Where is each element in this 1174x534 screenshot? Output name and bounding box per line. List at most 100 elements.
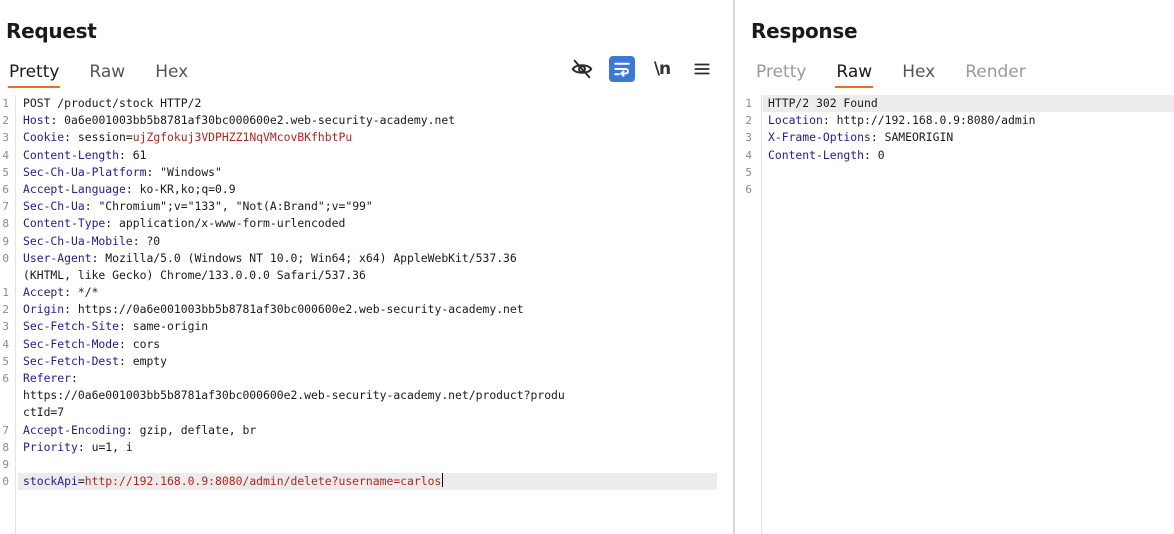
code-line[interactable]: 2 Location: http://192.168.0.9:8080/admin <box>735 112 1174 129</box>
line-number: 7 <box>2 423 9 437</box>
line-text: Priority: u=1, i <box>23 439 133 456</box>
tab-raw[interactable]: Raw <box>835 61 874 88</box>
header-separator: : <box>125 422 140 437</box>
current-line-highlight <box>763 95 1174 113</box>
line-text: X-Frame-Options: SAMEORIGIN <box>768 129 953 146</box>
header-value: u=1, i <box>91 439 133 454</box>
line-number: 2 <box>745 114 752 128</box>
line-number: 2 <box>2 114 9 128</box>
line-number: 0 <box>2 475 9 489</box>
header-separator: : <box>64 302 78 317</box>
line-number: 8 <box>2 440 9 454</box>
hamburger-menu-icon[interactable] <box>689 56 715 82</box>
newline-toggle-icon[interactable]: \n <box>649 56 675 82</box>
code-line[interactable]: https://0a6e001003bb5b8781af30bc000600e2… <box>0 387 733 404</box>
line-text: Sec-Fetch-Mode: cors <box>23 336 160 353</box>
tab-raw[interactable]: Raw <box>89 62 126 82</box>
header-value: same-origin <box>132 319 209 334</box>
code-line[interactable]: 5 <box>735 164 1174 181</box>
line-text: Sec-Fetch-Dest: empty <box>23 353 167 370</box>
header-value: session= <box>77 130 133 145</box>
header-separator: : <box>50 113 65 128</box>
tab-hex[interactable]: Hex <box>902 62 936 82</box>
eye-off-icon[interactable] <box>569 56 595 82</box>
wrap-lines-icon[interactable] <box>609 56 635 82</box>
text-caret <box>442 473 444 488</box>
header-value: https://0a6e001003bb5b8781af30bc000600e2… <box>23 388 565 403</box>
header-name: User-Agent <box>23 250 92 265</box>
request-pane: Request Pretty Raw Hex \n <box>0 19 733 534</box>
header-name: Origin <box>23 302 65 317</box>
header-name: Accept-Encoding <box>23 422 126 437</box>
header-value: */* <box>77 285 99 300</box>
line-text: (KHTML, like Gecko) Chrome/133.0.0.0 Saf… <box>23 267 366 284</box>
line-number: 5 <box>745 165 752 179</box>
code-line[interactable]: (KHTML, like Gecko) Chrome/133.0.0.0 Saf… <box>0 267 733 284</box>
line-number: 5 <box>2 165 9 179</box>
tab-pretty[interactable]: Pretty <box>8 61 61 88</box>
header-value: cors <box>132 336 161 351</box>
highlighted-value: http://192.168.0.9:8080/admin/delete?use… <box>84 474 442 489</box>
header-value: HTTP/2 302 Found <box>768 96 878 110</box>
header-name: Sec-Fetch-Dest <box>23 353 120 368</box>
line-number: 6 <box>2 372 9 385</box>
header-name: Content-Length <box>768 147 865 162</box>
line-text: Sec-Fetch-Site: same-origin <box>23 318 208 335</box>
pane-divider[interactable] <box>733 0 735 534</box>
header-value: 0 <box>877 147 885 162</box>
header-name: Sec-Ch-Ua-Platform <box>23 164 147 179</box>
line-text: Location: http://192.168.0.9:8080/admin <box>768 112 1035 129</box>
line-number: 7 <box>2 200 9 214</box>
line-number: 6 <box>2 182 9 196</box>
header-name: Content-Length <box>23 147 120 162</box>
line-number: 9 <box>2 457 9 471</box>
line-text: HTTP/2 302 Found <box>768 95 878 112</box>
line-text: Content-Type: application/x-www-form-url… <box>23 215 345 232</box>
header-name: Referer <box>23 371 72 385</box>
line-text: Referer: <box>23 370 78 387</box>
line-text: Content-Length: 61 <box>23 147 146 164</box>
header-name: Accept <box>23 285 65 300</box>
tab-hex[interactable]: Hex <box>155 62 189 82</box>
line-text: User-Agent: Mozilla/5.0 (Windows NT 10.0… <box>23 250 517 267</box>
response-title: Response <box>751 19 858 43</box>
code-line[interactable]: 9 <box>0 456 733 473</box>
header-name: Sec-Ch-Ua <box>23 199 85 214</box>
line-number: 4 <box>745 148 752 162</box>
code-line[interactable]: ctId=7 <box>0 404 733 421</box>
code-line[interactable]: 6 <box>735 181 1174 198</box>
header-separator: = <box>77 474 85 489</box>
tab-pretty[interactable]: Pretty <box>756 62 807 82</box>
header-separator: : <box>119 319 133 334</box>
current-line-highlight <box>18 473 717 491</box>
header-separator: : <box>71 371 78 385</box>
header-value: empty <box>132 353 168 368</box>
tab-render[interactable]: Render <box>965 62 1026 82</box>
code-line[interactable]: 6 Referer: <box>0 370 733 387</box>
code-line[interactable]: 8 Priority: u=1, i <box>0 439 733 456</box>
